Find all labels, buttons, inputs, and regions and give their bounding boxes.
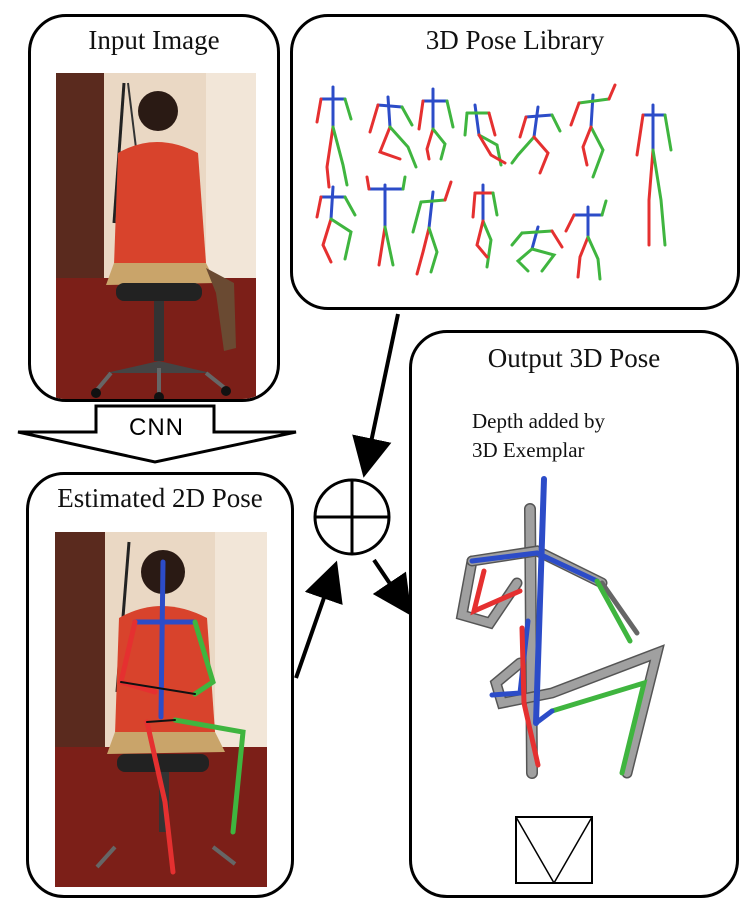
input-image-panel: Input Image <box>28 14 280 402</box>
library-pose <box>368 95 418 169</box>
library-pose <box>411 180 453 276</box>
library-pose <box>564 199 608 281</box>
output-3d-note-line2: 3D Exemplar <box>472 438 585 462</box>
input-image-title: Input Image <box>88 25 220 55</box>
library-pose <box>635 103 673 247</box>
output-3d-note-line1: Depth added by <box>472 409 605 433</box>
estimated-2d-panel: Estimated 2D Pose <box>26 472 294 898</box>
camera-icon <box>515 816 593 884</box>
output-3d-title: Output 3D Pose <box>487 343 661 373</box>
input-photo <box>56 73 256 399</box>
library-pose <box>365 175 407 267</box>
library-pose <box>417 87 455 161</box>
library-to-combine-arrow <box>352 313 400 478</box>
pose-library-title: 3D Pose Library <box>425 25 605 55</box>
library-pose <box>471 183 499 269</box>
library-pose <box>315 185 357 264</box>
combine-to-output-arrow <box>372 558 412 616</box>
cnn-label: CNN <box>129 414 184 441</box>
library-pose <box>569 83 617 179</box>
pose-library-skeletons <box>315 83 673 281</box>
library-pose <box>463 103 507 167</box>
output-3d-skeleton <box>455 476 665 884</box>
estimated-2d-title: Estimated 2D Pose <box>57 483 263 513</box>
estimated-photo <box>55 532 267 887</box>
estimated-to-combine-arrow <box>294 560 343 679</box>
library-pose <box>510 105 562 175</box>
library-pose <box>315 85 353 189</box>
circle-plus-icon <box>313 478 391 556</box>
pose-library-panel: 3D Pose Library <box>290 14 740 310</box>
library-pose <box>510 225 564 273</box>
output-3d-panel: Output 3D Pose Depth added by 3D Exempla… <box>409 330 739 898</box>
